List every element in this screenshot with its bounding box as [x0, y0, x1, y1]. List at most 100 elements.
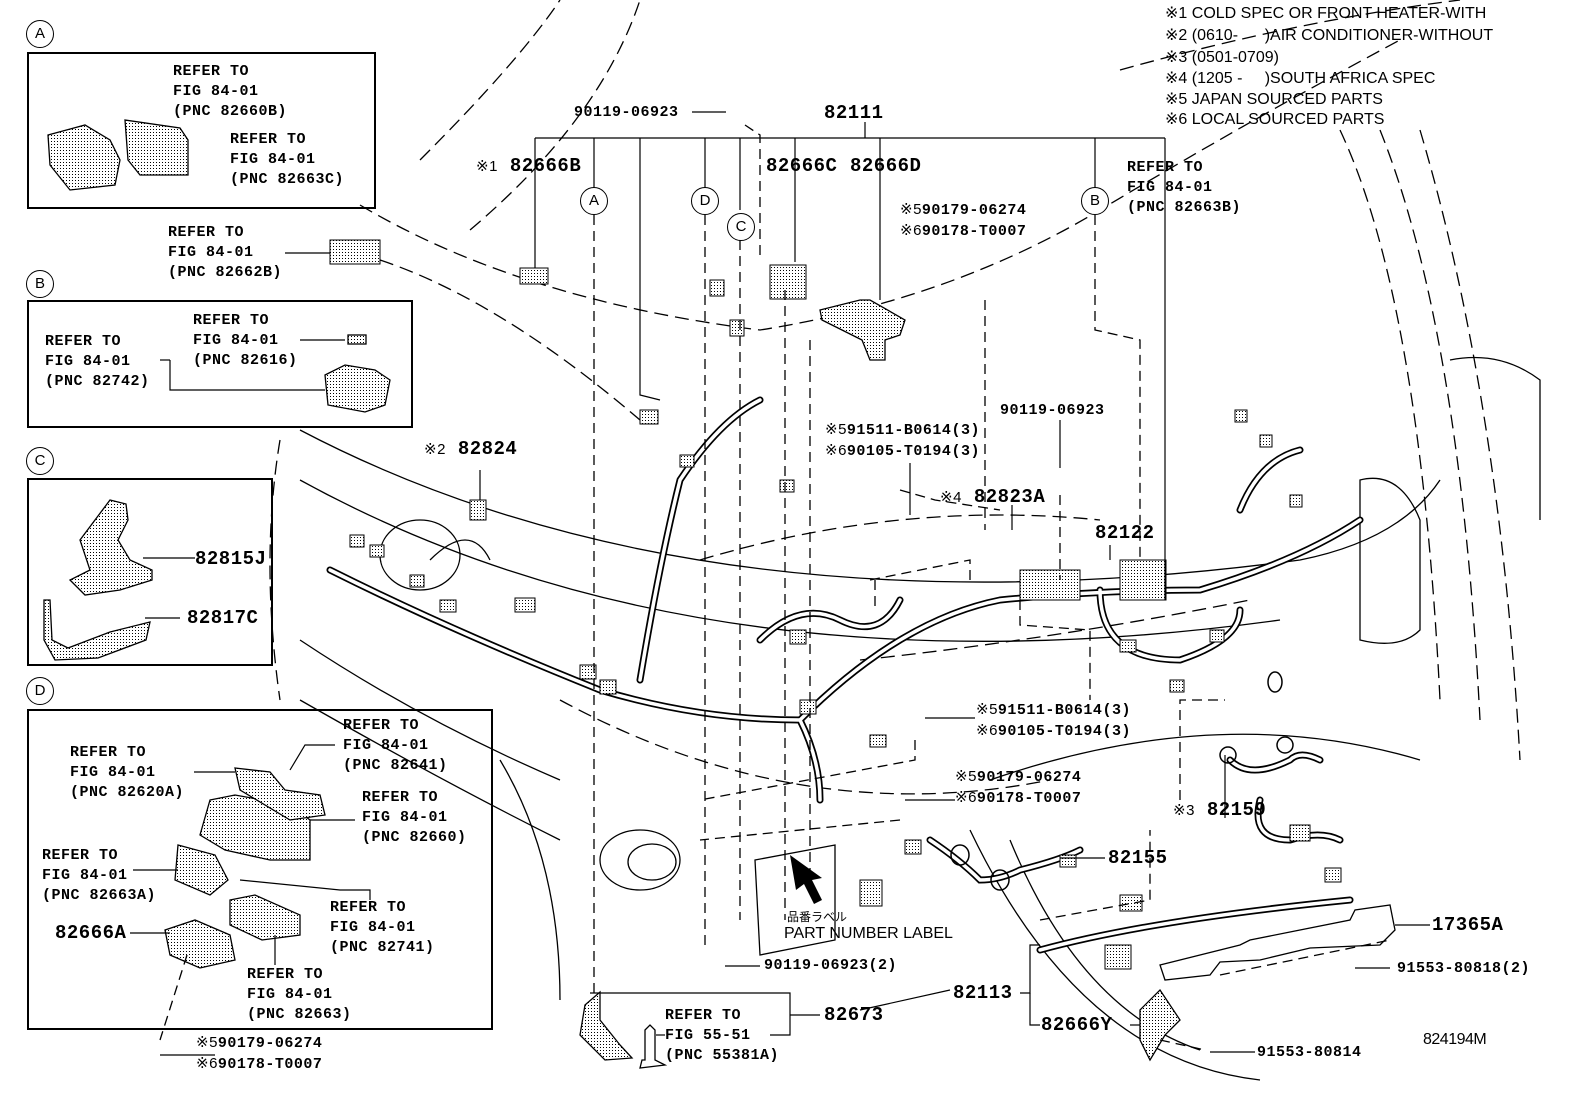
- ref-fig-link[interactable]: FIG 84-01: [168, 244, 254, 261]
- part-82666y[interactable]: 82666Y: [1041, 1014, 1113, 1036]
- ref-fig-link[interactable]: FIG 84-01: [1127, 179, 1213, 196]
- inset-a-box: [27, 52, 376, 209]
- part-82113[interactable]: 82113: [953, 982, 1013, 1004]
- part-bolt-90119-06923-top[interactable]: 90119-06923: [574, 104, 679, 121]
- bolt-mid-fasteners[interactable]: ※591511-B0614(3)※690105-T0194(3): [825, 420, 980, 462]
- ref-fig-link[interactable]: FIG 84-01: [42, 867, 128, 884]
- ref-line: REFER TO: [70, 744, 147, 761]
- part-82666c[interactable]: 82666C: [766, 155, 838, 177]
- part-82122[interactable]: 82122: [1095, 522, 1155, 544]
- part-90179-06274[interactable]: 90179-06274: [976, 769, 1082, 786]
- ref-fig-link[interactable]: FIG 84-01: [343, 737, 429, 754]
- note-mark: ※3: [1165, 49, 1188, 66]
- clip-55381a: [639, 1024, 668, 1069]
- part-90179-06274[interactable]: 90179-06274: [217, 1035, 323, 1052]
- ref-line: REFER TO: [168, 224, 245, 241]
- part-82824[interactable]: ※2 82824: [424, 438, 517, 461]
- part-number: 82824: [457, 438, 518, 460]
- bolt-low-fasteners[interactable]: ※591511-B0614(3)※690105-T0194(3): [976, 700, 1131, 742]
- ref-pnc: (PNC 82660): [362, 829, 467, 846]
- note-mark: ※5: [900, 201, 922, 218]
- ref-fig-link[interactable]: FIG 84-01: [362, 809, 448, 826]
- part-82823a[interactable]: ※4 82823A: [940, 486, 1045, 509]
- ref-fig-link[interactable]: FIG 84-01: [247, 986, 333, 1003]
- bracket-82673: [579, 990, 634, 1061]
- vehicle-body-outline: [269, 0, 1521, 795]
- part-82159[interactable]: ※3 82159: [1173, 799, 1266, 822]
- part-90178-t0007[interactable]: 90178-T0007: [217, 1056, 323, 1073]
- inset-c-box: [27, 478, 273, 666]
- inset-b-connector: [347, 334, 367, 345]
- part-bolt-90119-06923-right[interactable]: 90119-06923: [1000, 402, 1105, 419]
- inset-d-fastener[interactable]: ※590179-06274※690178-T0007: [196, 1033, 322, 1075]
- part-bolt-90119-06923-bottom[interactable]: 90119-06923(2): [764, 957, 898, 974]
- grommets: [950, 671, 1294, 891]
- callout-circle-d[interactable]: D: [691, 187, 719, 215]
- part-82111[interactable]: 82111: [824, 102, 884, 124]
- clip-top-fasteners[interactable]: ※590179-06274※690178-T0007: [900, 200, 1026, 242]
- phantom-lines: [159, 124, 1391, 1051]
- ref-fig-link[interactable]: FIG 84-01: [193, 332, 279, 349]
- part-90105-t0194[interactable]: 90105-T0194(3): [997, 723, 1131, 740]
- note-text: (1205 - )SOUTH AFRICA SPEC: [1191, 70, 1436, 87]
- figure-id: 824194M: [1423, 1031, 1487, 1048]
- ref-pnc: (PNC 82663A): [42, 887, 157, 904]
- part-bolt-91553-80818[interactable]: 91553-80818(2): [1397, 960, 1531, 977]
- note-mark: ※4: [1165, 70, 1188, 87]
- part-91511-b0614[interactable]: 91511-B0614(3): [997, 702, 1131, 719]
- part-number-label-plate: [754, 844, 836, 956]
- inset-d-relay-82666a: [164, 919, 236, 969]
- part-82666b[interactable]: ※1 82666B: [476, 155, 581, 178]
- ref-fig-link[interactable]: FIG 84-01: [230, 151, 316, 168]
- inset-d-callout-circle: D: [26, 677, 54, 705]
- ref-82662b[interactable]: REFER TO FIG 84-01 (PNC 82662B): [168, 223, 282, 283]
- part-82666d[interactable]: 82666D: [850, 155, 922, 177]
- part-91511-b0614[interactable]: 91511-B0614(3): [846, 422, 980, 439]
- part-82815j[interactable]: 82815J: [195, 548, 267, 570]
- ref-line: REFER TO: [173, 63, 250, 80]
- callout-circle-b[interactable]: B: [1081, 187, 1109, 215]
- part-17365a[interactable]: 17365A: [1432, 914, 1504, 936]
- ref-fig-link[interactable]: FIG 84-01: [70, 764, 156, 781]
- note-6: ※6 LOCAL SOURCED PARTS: [1165, 110, 1384, 130]
- callout-circle-c[interactable]: C: [727, 213, 755, 241]
- inset-a-callout-circle: A: [26, 20, 54, 48]
- ref-fig-link[interactable]: FIG 55-51: [665, 1027, 751, 1044]
- bracket-82666y: [1139, 988, 1181, 1062]
- ref-fig-link[interactable]: FIG 84-01: [173, 83, 259, 100]
- relay-bracket-82666d: [819, 299, 906, 361]
- part-82155[interactable]: 82155: [1108, 847, 1168, 869]
- note-text: (0501-0709): [1191, 49, 1279, 66]
- ref-fig-link[interactable]: FIG 84-01: [330, 919, 416, 936]
- ref-pnc: (PNC 82662B): [168, 264, 283, 281]
- ref-fig-link[interactable]: FIG 84-01: [45, 353, 131, 370]
- note-mark: ※6: [196, 1055, 218, 1072]
- ref-pnc: (PNC 82741): [330, 939, 435, 956]
- callout-circle-a[interactable]: A: [580, 187, 608, 215]
- inset-c-bracket-82817c: [43, 599, 151, 661]
- part-90178-t0007[interactable]: 90178-T0007: [976, 790, 1082, 807]
- part-82817c[interactable]: 82817C: [187, 607, 259, 629]
- part-82666a[interactable]: 82666A: [55, 922, 127, 944]
- part-90105-t0194[interactable]: 90105-T0194(3): [846, 443, 980, 460]
- part-82673[interactable]: 82673: [824, 1004, 884, 1026]
- ref-line: REFER TO: [343, 717, 420, 734]
- part-90178-t0007[interactable]: 90178-T0007: [921, 223, 1027, 240]
- inset-a-ref-82660b[interactable]: REFER TO FIG 84-01 (PNC 82660B): [173, 62, 287, 122]
- part-bolt-91553-80814[interactable]: 91553-80814: [1257, 1044, 1362, 1061]
- note-text: JAPAN SOURCED PARTS: [1191, 91, 1383, 108]
- part-90179-06274[interactable]: 90179-06274: [921, 202, 1027, 219]
- ref-pnc: (PNC 82660B): [173, 103, 288, 120]
- clip-low-fasteners[interactable]: ※590179-06274※690178-T0007: [955, 767, 1081, 809]
